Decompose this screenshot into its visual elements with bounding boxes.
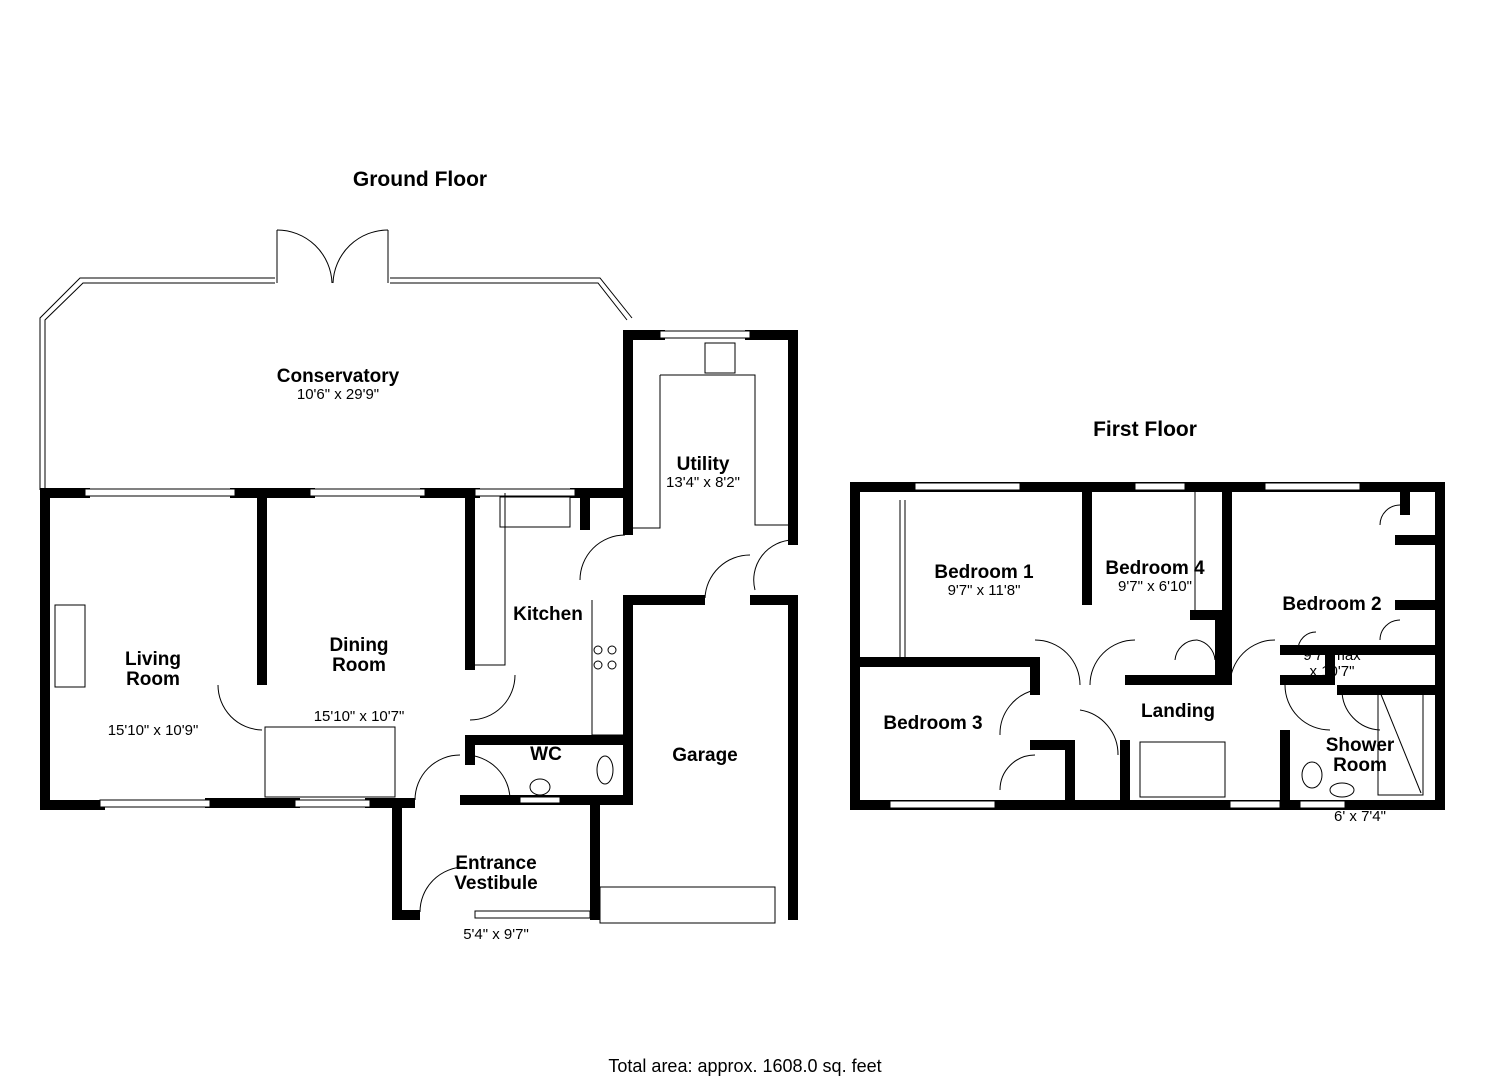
ground-floor-windows xyxy=(84,330,776,924)
ground-floor-walls xyxy=(40,330,798,920)
room-label-kitchen: Kitchen xyxy=(513,604,583,625)
room-label-conservatory: Conservatory 10'6" x 29'9" xyxy=(276,366,400,403)
room-label-living-room: Living Room 15'10" x 10'9" xyxy=(107,648,199,740)
total-area: Total area: approx. 1608.0 sq. feet xyxy=(608,1056,882,1076)
conservatory-glazing xyxy=(39,277,633,490)
room-label-bedroom-2: Bedroom 2 9'7" max x 10'7" xyxy=(1282,593,1382,680)
ground-floor-title: Ground Floor xyxy=(352,168,488,191)
room-label-entrance-vestibule: Entrance Vestibule 5'4" x 9'7" xyxy=(454,852,538,944)
room-label-dining-room: Dining Room 15'10" x 10'7" xyxy=(313,634,405,726)
room-label-wc: WC xyxy=(530,744,562,765)
room-label-bedroom-4: Bedroom 4 9'7" x 6'10" xyxy=(1105,558,1205,595)
first-floor-windows xyxy=(889,482,1361,809)
room-label-bedroom-1: Bedroom 1 9'7" x 11'8" xyxy=(934,562,1034,599)
first-floor-fixtures xyxy=(899,490,1424,798)
ground-floor-fixtures xyxy=(54,342,794,913)
room-label-utility: Utility 13'4" x 8'2" xyxy=(666,454,740,491)
room-label-shower-room: Shower Room 6' x 7'4" xyxy=(1325,734,1395,826)
french-doors xyxy=(276,229,389,284)
room-label-garage: Garage xyxy=(672,745,738,766)
room-label-bedroom-3: Bedroom 3 xyxy=(883,713,983,734)
first-floor-title: First Floor xyxy=(1093,418,1197,441)
room-label-landing: Landing xyxy=(1141,701,1215,722)
